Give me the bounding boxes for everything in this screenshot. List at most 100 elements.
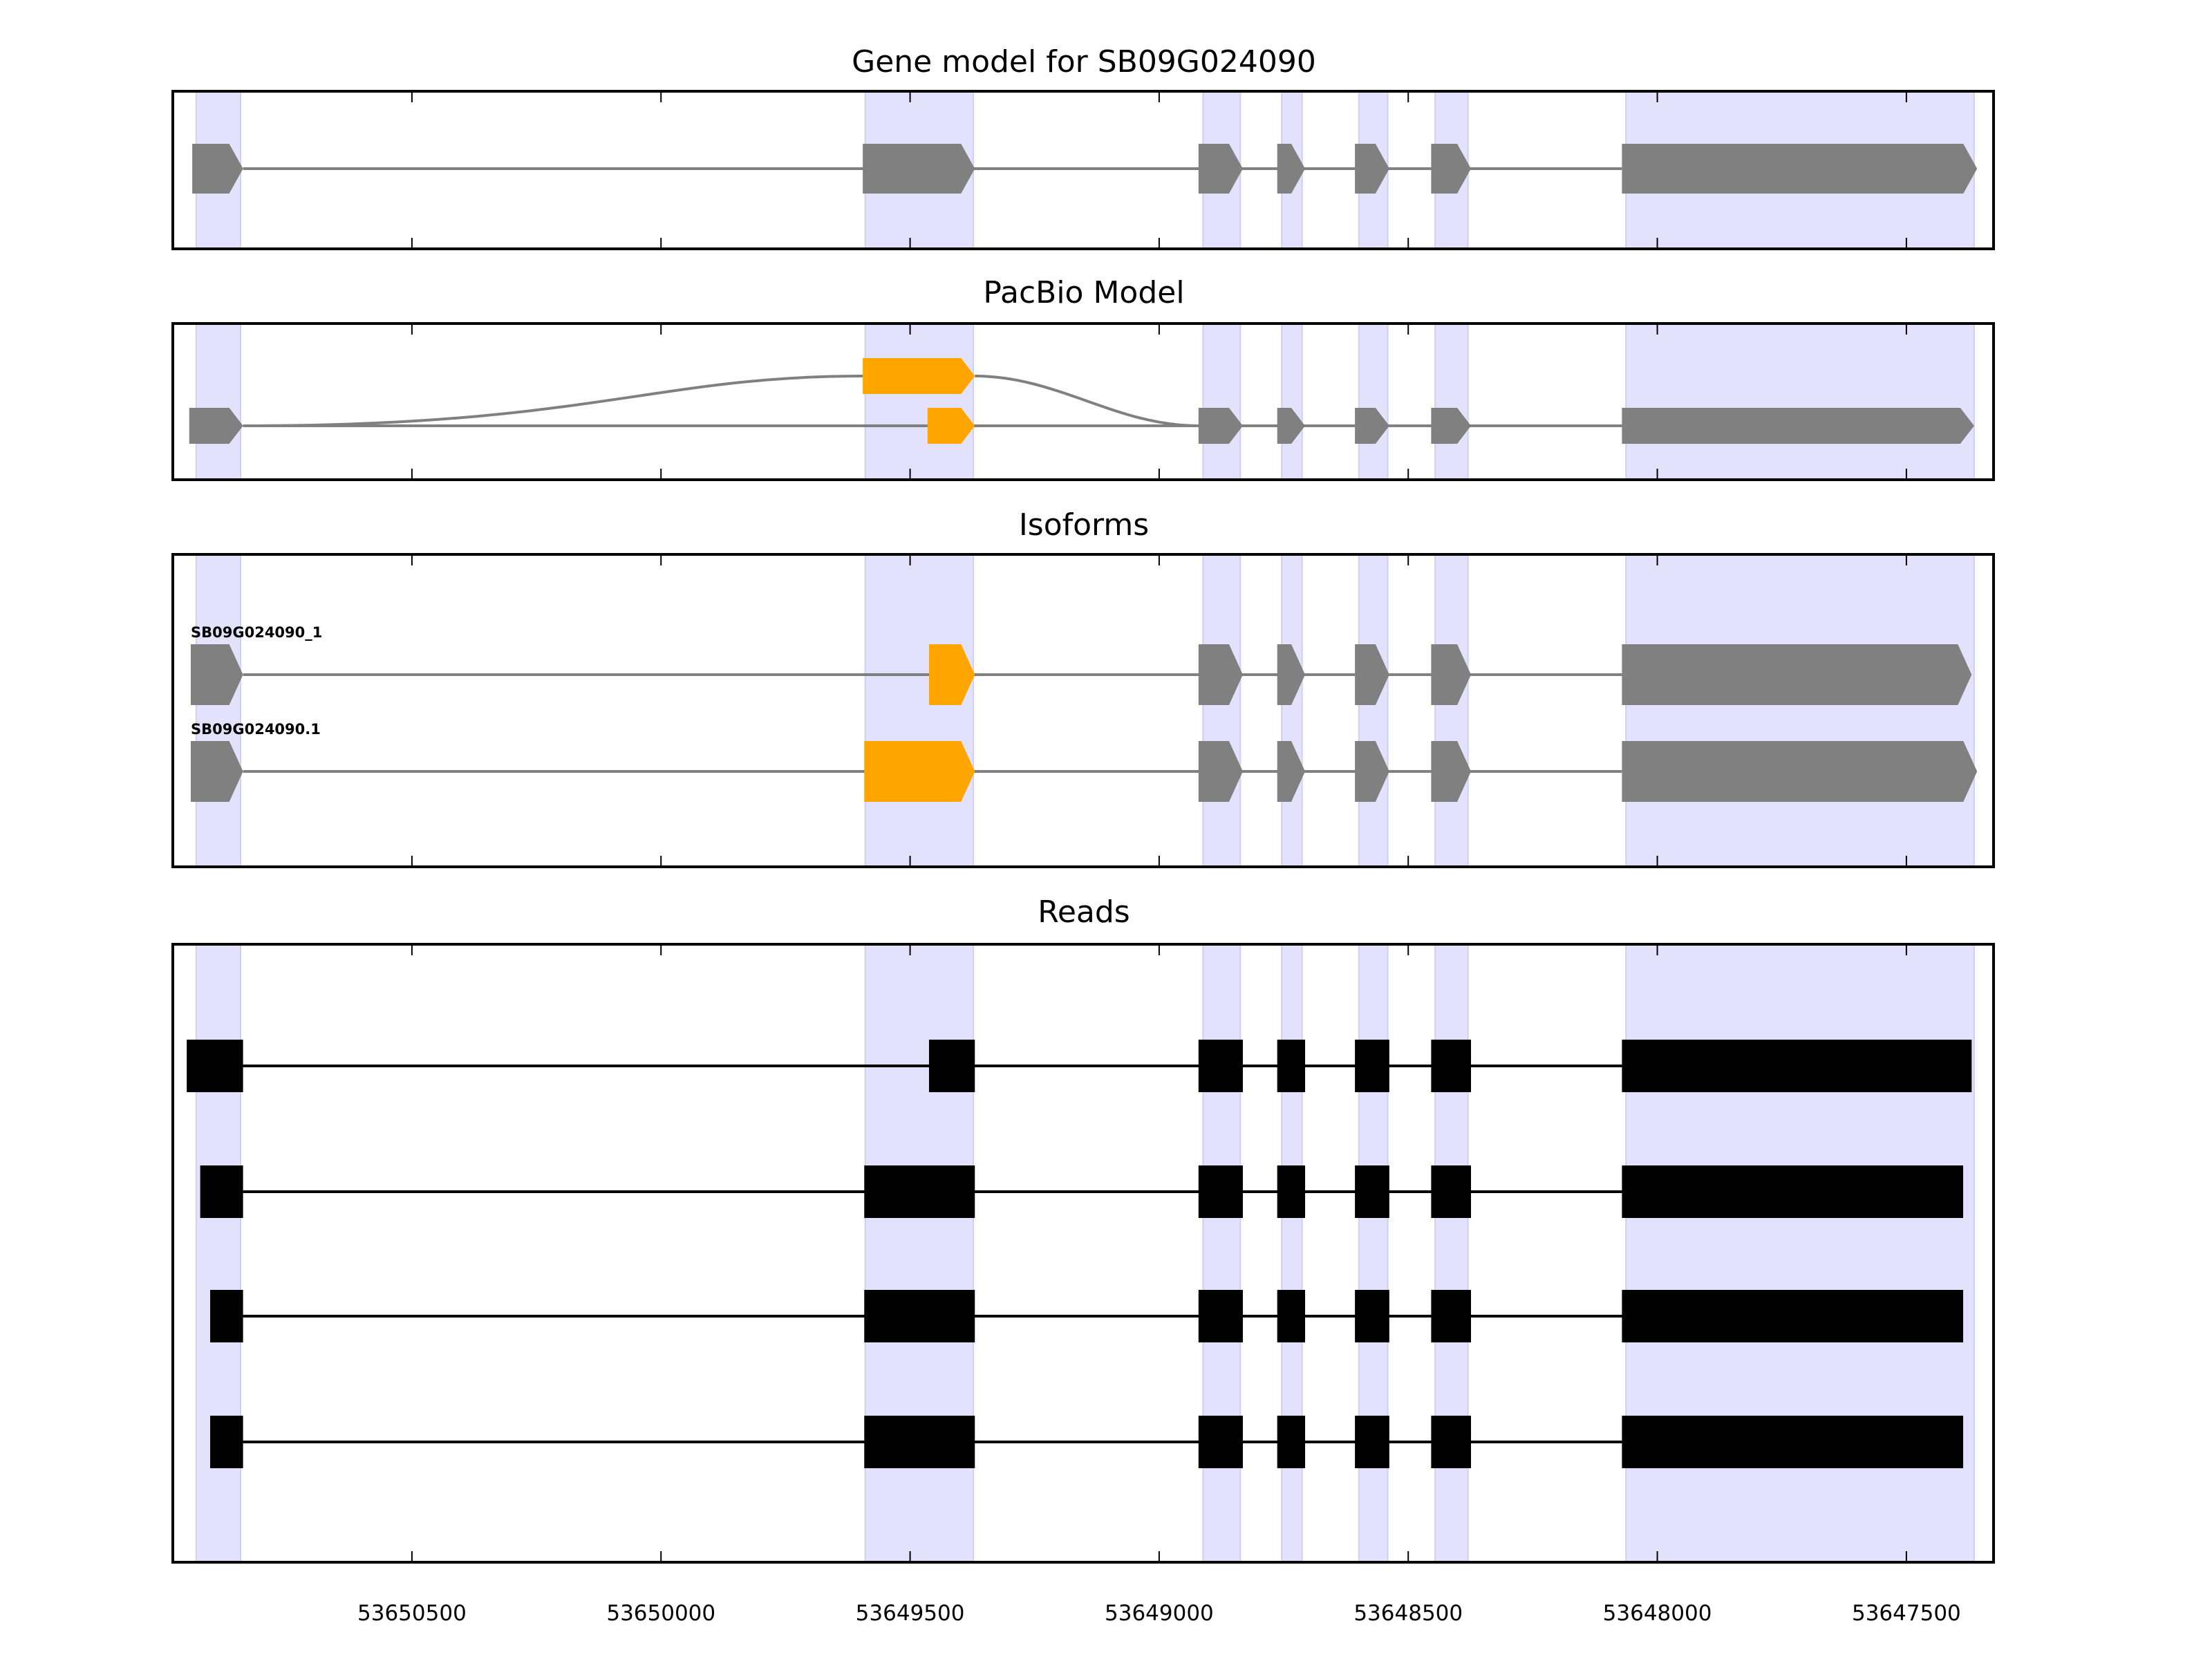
read-block (1277, 1040, 1306, 1092)
highlight-region (1434, 944, 1469, 1563)
exon (1622, 408, 1974, 444)
transcript-track: SB09G024090_1 (190, 624, 1972, 705)
highlight-region (1358, 554, 1389, 868)
exon (1431, 408, 1472, 444)
x-tick-label: 53648000 (1603, 1601, 1712, 1626)
highlight-region (1358, 944, 1389, 1563)
exon (1277, 644, 1306, 705)
read-block (1198, 1290, 1243, 1342)
highlight-region (864, 323, 975, 480)
read-track (210, 1416, 1964, 1468)
panel-title-reads: Reads (1038, 894, 1130, 930)
read-block (864, 1290, 975, 1342)
transcript-track (192, 144, 1978, 194)
panel-0 (171, 90, 1995, 250)
read-block (1198, 1040, 1243, 1092)
exon (1622, 144, 1978, 194)
highlight-region (195, 323, 242, 480)
splice-junction-curve (975, 375, 1199, 427)
alternative-exon (928, 644, 975, 705)
read-block (1355, 1290, 1389, 1342)
exon (1431, 644, 1472, 705)
exon (1198, 741, 1243, 802)
exon (1277, 408, 1306, 444)
read-block (210, 1290, 243, 1342)
highlight-region (1625, 323, 1975, 480)
exon (1355, 644, 1389, 705)
x-tick-label: 53650000 (606, 1601, 715, 1626)
exon (190, 644, 243, 705)
highlight-region (1202, 944, 1241, 1563)
exon (1622, 741, 1978, 802)
exon (863, 144, 975, 194)
exon (1355, 144, 1389, 194)
read-block (1622, 1290, 1964, 1342)
highlight-region (195, 554, 242, 868)
read-block (1431, 1165, 1472, 1218)
read-block (1622, 1165, 1964, 1218)
panel-title-gene-model: Gene model for SB09G024090 (852, 44, 1316, 79)
highlight-region (1281, 554, 1303, 868)
read-block (200, 1165, 243, 1218)
x-tick-label: 53650500 (357, 1601, 467, 1626)
transcript-track: SB09G024090.1 (190, 721, 1978, 802)
read-block (1622, 1416, 1964, 1468)
read-block (864, 1416, 975, 1468)
read-block (1355, 1040, 1389, 1092)
exon (1355, 741, 1389, 802)
exon (1198, 644, 1243, 705)
exon (1355, 408, 1389, 444)
read-block (1431, 1290, 1472, 1342)
transcript-track (243, 358, 1199, 427)
read-track (200, 1165, 1964, 1218)
highlight-region (1281, 944, 1303, 1563)
read-track (187, 1040, 1972, 1092)
highlight-region (1434, 323, 1469, 480)
exon (1622, 644, 1972, 705)
read-block (1431, 1040, 1472, 1092)
isoform-label: SB09G024090_1 (191, 624, 322, 641)
x-tick-label: 53647500 (1852, 1601, 1961, 1626)
highlight-region (1202, 554, 1241, 868)
alternative-exon (863, 358, 975, 394)
highlight-region (864, 944, 975, 1563)
read-block (1277, 1290, 1306, 1342)
alternative-exon (864, 741, 975, 802)
exon (1431, 144, 1472, 194)
panel-title-pacbio: PacBio Model (983, 275, 1184, 310)
highlight-region (1434, 554, 1469, 868)
panel-frame (171, 90, 1995, 250)
highlight-region (864, 554, 975, 868)
x-tick-label: 53648500 (1353, 1601, 1463, 1626)
exon (1431, 741, 1472, 802)
exon (1198, 144, 1243, 194)
highlight-region (1358, 323, 1389, 480)
read-block (1277, 1165, 1306, 1218)
read-block (1277, 1416, 1306, 1468)
panel-frame (171, 322, 1995, 481)
highlight-region (1202, 323, 1241, 480)
panel-frame (171, 943, 1995, 1564)
highlight-region (195, 944, 242, 1563)
exon (1277, 741, 1306, 802)
alternative-exon (927, 408, 975, 444)
highlight-region (1625, 944, 1975, 1563)
exon (190, 741, 243, 802)
panel-title-isoforms: Isoforms (1019, 507, 1149, 543)
read-block (864, 1165, 975, 1218)
x-tick-label: 53649000 (1105, 1601, 1214, 1626)
read-block (1198, 1165, 1243, 1218)
panel-frame (171, 553, 1995, 868)
read-block (1198, 1416, 1243, 1468)
read-track (210, 1290, 1964, 1342)
read-block (1355, 1165, 1389, 1218)
exon (1198, 408, 1243, 444)
read-block (187, 1040, 243, 1092)
exon (189, 408, 243, 444)
read-block (1355, 1416, 1389, 1468)
highlight-region (1625, 554, 1975, 868)
exon (1277, 144, 1306, 194)
read-block (928, 1040, 975, 1092)
